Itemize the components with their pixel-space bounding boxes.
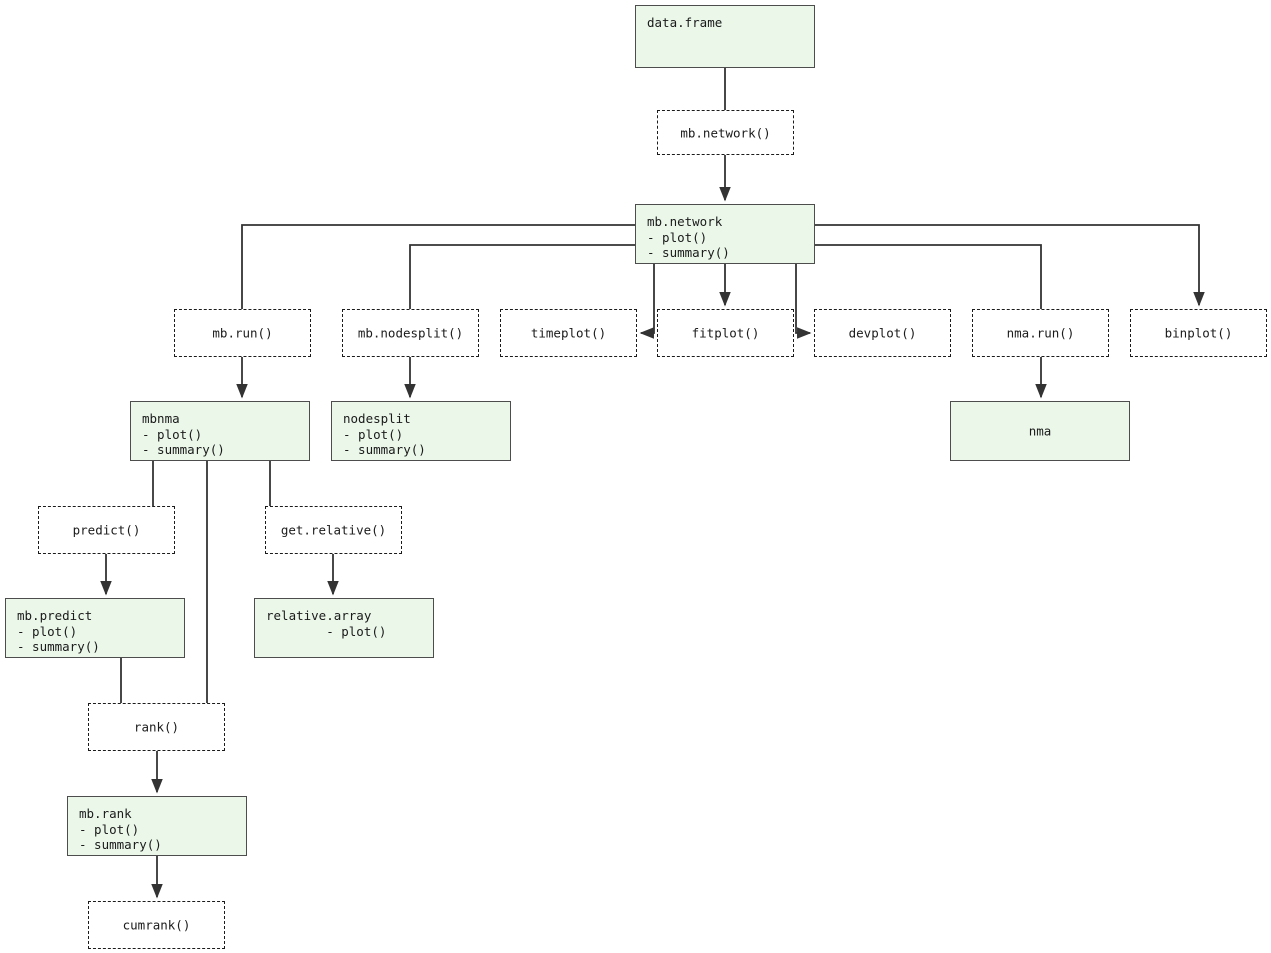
edge-mb-network-to-mb-run — [241, 224, 635, 309]
node-predict-fn[interactable]: predict() — [38, 506, 175, 554]
node-binplot-fn[interactable]: binplot() — [1130, 309, 1267, 357]
node-label-nodesplit-obj: nodesplit - plot() - summary() — [343, 411, 426, 457]
node-label-mb-run-fn: mb.run() — [212, 325, 273, 341]
node-label-fitplot-fn: fitplot() — [691, 325, 760, 341]
node-relative-array-obj[interactable]: relative.array - plot() — [254, 598, 434, 658]
node-label-mb-predict-obj: mb.predict - plot() - summary() — [17, 608, 100, 654]
node-nodesplit-obj[interactable]: nodesplit - plot() - summary() — [331, 401, 511, 461]
node-mb-run-fn[interactable]: mb.run() — [174, 309, 311, 357]
node-label-nma-obj: nma — [1028, 423, 1052, 439]
edge-mb-network-to-nma-run — [815, 244, 1042, 309]
node-get-relative-fn[interactable]: get.relative() — [265, 506, 402, 554]
node-label-data-frame: data.frame — [647, 15, 723, 30]
edge-mb-network-to-binplot — [815, 224, 1205, 307]
node-label-mb-network-fn: mb.network() — [680, 124, 771, 140]
node-label-binplot-fn: binplot() — [1164, 325, 1233, 341]
node-label-nma-run-fn: nma.run() — [1006, 325, 1075, 341]
node-label-get-relative-fn: get.relative() — [280, 522, 387, 538]
node-label-mb-rank-obj: mb.rank - plot() - summary() — [79, 806, 162, 852]
node-label-devplot-fn: devplot() — [848, 325, 917, 341]
node-mb-predict-obj[interactable]: mb.predict - plot() - summary() — [5, 598, 185, 658]
node-label-mbnma-obj: mbnma - plot() - summary() — [142, 411, 225, 457]
node-cumrank-fn[interactable]: cumrank() — [88, 901, 225, 949]
node-label-relative-array-obj: relative.array - plot() — [266, 608, 387, 639]
node-rank-fn[interactable]: rank() — [88, 703, 225, 751]
node-label-mb-nodesplit-fn: mb.nodesplit() — [357, 325, 464, 341]
node-mb-network-obj[interactable]: mb.network - plot() - summary() — [635, 204, 815, 264]
node-data-frame[interactable]: data.frame — [635, 5, 815, 68]
edge-mb-network-to-mb-nodesplit — [409, 244, 635, 309]
node-label-cumrank-fn: cumrank() — [122, 917, 191, 933]
node-devplot-fn[interactable]: devplot() — [814, 309, 951, 357]
node-mb-nodesplit-fn[interactable]: mb.nodesplit() — [342, 309, 479, 357]
node-timeplot-fn[interactable]: timeplot() — [500, 309, 637, 357]
node-label-rank-fn: rank() — [133, 719, 180, 735]
node-mbnma-obj[interactable]: mbnma - plot() - summary() — [130, 401, 310, 461]
node-label-timeplot-fn: timeplot() — [530, 325, 607, 341]
edge-mb-network-to-timeplot — [639, 264, 655, 339]
node-mb-rank-obj[interactable]: mb.rank - plot() - summary() — [67, 796, 247, 856]
node-nma-obj[interactable]: nma — [950, 401, 1130, 461]
edge-mb-network-to-devplot — [795, 264, 812, 339]
node-label-mb-network-obj: mb.network - plot() - summary() — [647, 214, 730, 260]
node-fitplot-fn[interactable]: fitplot() — [657, 309, 794, 357]
node-nma-run-fn[interactable]: nma.run() — [972, 309, 1109, 357]
node-mb-network-fn[interactable]: mb.network() — [657, 110, 794, 155]
node-label-predict-fn: predict() — [72, 522, 141, 538]
